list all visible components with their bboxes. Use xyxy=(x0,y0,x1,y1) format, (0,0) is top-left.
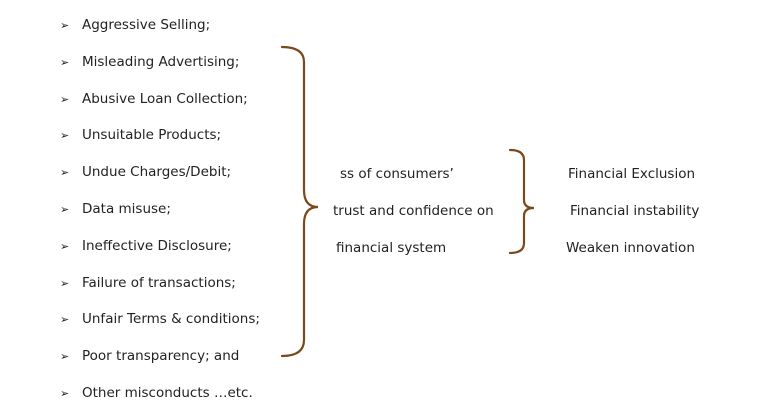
list-item: ➢ Unfair Terms & conditions; xyxy=(60,307,260,344)
list-item: ➢ Other misconducts …etc. xyxy=(60,381,260,418)
list-item: ➢ Data misuse; xyxy=(60,197,260,234)
risk-label: Misleading Advertising; xyxy=(82,53,240,70)
risk-label: Unfair Terms & conditions; xyxy=(82,311,260,328)
risk-label: Abusive Loan Collection; xyxy=(82,90,248,107)
arrow-bullet-icon: ➢ xyxy=(60,276,70,290)
outcome-weaken-innovation: Weaken innovation xyxy=(566,240,695,256)
risk-label: Ineffective Disclosure; xyxy=(82,237,232,254)
middle-text-line-2: trust and confidence on xyxy=(333,203,494,219)
list-item: ➢ Failure of transactions; xyxy=(60,271,260,308)
arrow-bullet-icon: ➢ xyxy=(60,129,70,143)
list-item: ➢ Unsuitable Products; xyxy=(60,123,260,160)
list-item: ➢ Ineffective Disclosure; xyxy=(60,234,260,271)
risk-label: Poor transparency; and xyxy=(82,348,240,365)
arrow-bullet-icon: ➢ xyxy=(60,55,70,69)
list-item: ➢ Undue Charges/Debit; xyxy=(60,160,260,197)
arrow-bullet-icon: ➢ xyxy=(60,313,70,327)
risk-label: Aggressive Selling; xyxy=(82,17,211,33)
risk-list: ➢ Aggressive Selling; ➢ Misleading Adverti… xyxy=(60,13,260,418)
list-item: ➢ Misleading Advertising; xyxy=(60,50,260,87)
arrow-bullet-icon: ➢ xyxy=(60,166,70,180)
outcome-financial-instability: Financial instability xyxy=(570,203,700,219)
risk-label: Data misuse; xyxy=(82,200,171,217)
list-item: ➢ Aggressive Selling; xyxy=(60,13,260,50)
middle-text-line-1: ss of consumers’ xyxy=(340,166,454,182)
right-brace-icon xyxy=(508,148,535,255)
middle-text-line-3: financial system xyxy=(336,240,447,256)
arrow-bullet-icon: ➢ xyxy=(60,386,70,400)
risk-label: Failure of transactions; xyxy=(82,274,236,291)
arrow-bullet-icon: ➢ xyxy=(60,202,70,216)
arrow-bullet-icon: ➢ xyxy=(60,350,70,364)
arrow-bullet-icon: ➢ xyxy=(60,239,70,253)
list-item: ➢ Poor transparency; and xyxy=(60,344,260,381)
risk-label: Unsuitable Products; xyxy=(82,127,222,144)
risk-label: Other misconducts …etc. xyxy=(82,384,253,401)
outcome-financial-exclusion: Financial Exclusion xyxy=(568,166,696,182)
arrow-bullet-icon: ➢ xyxy=(60,92,70,106)
risk-label: Undue Charges/Debit; xyxy=(82,164,232,181)
arrow-bullet-icon: ➢ xyxy=(60,19,70,32)
list-item: ➢ Abusive Loan Collection; xyxy=(60,87,260,124)
left-brace-icon xyxy=(280,45,319,358)
